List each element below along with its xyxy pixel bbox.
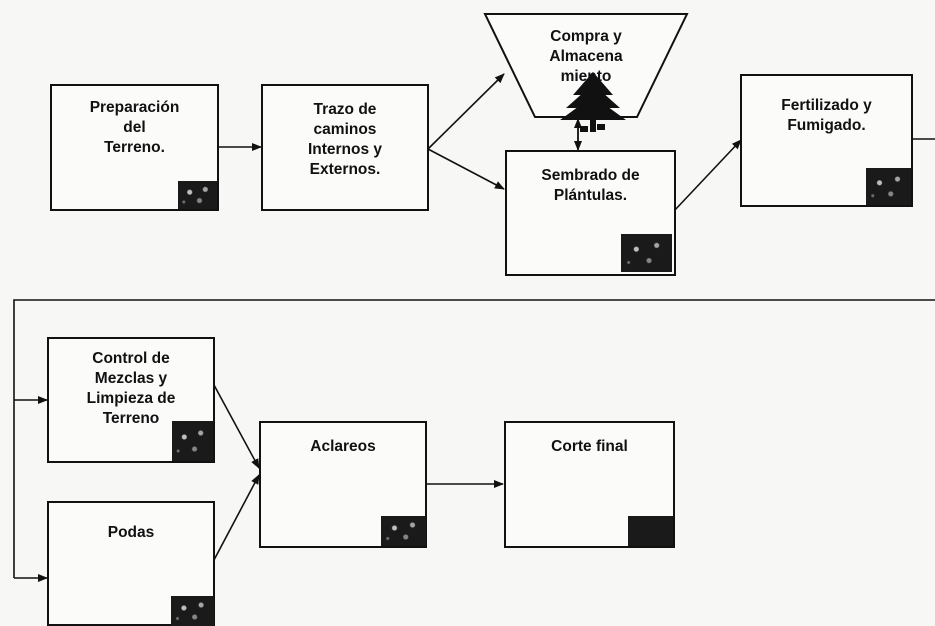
node-corte-final: Corte final	[504, 421, 675, 548]
node-aclareos: Aclareos	[259, 421, 427, 548]
node-fertilizado-label: Fertilizado y Fumigado.	[781, 97, 872, 134]
arrow-podas-aclareos	[213, 474, 260, 561]
fumigation-thumbnail	[866, 168, 911, 205]
compra-node-shape	[483, 13, 689, 118]
thinning-thumbnail	[381, 516, 426, 546]
node-corte-label: Corte final	[551, 438, 628, 455]
node-control-mezclas: Control de Mezclas y Limpieza de Terreno	[47, 337, 215, 463]
arrow-control-aclareos	[213, 384, 260, 469]
seedlings-thumbnail	[621, 234, 672, 272]
node-compra-label: Compra y Almacena miento	[549, 28, 623, 85]
node-aclareos-label: Aclareos	[310, 438, 376, 455]
arrow-trazo-compra	[427, 73, 505, 150]
node-sembrado-label: Sembrado de Plántulas.	[541, 167, 640, 204]
plant-icon	[560, 72, 626, 132]
node-preparacion-label: Preparación del Terreno.	[89, 99, 180, 156]
tractor-thumbnail	[178, 181, 217, 209]
cleanup-thumbnail	[172, 421, 213, 461]
arrow-trazo-sembrado	[427, 148, 505, 190]
node-podas: Podas	[47, 501, 215, 626]
node-podas-label: Podas	[107, 524, 155, 541]
node-preparacion-terreno: Preparación del Terreno.	[50, 84, 219, 211]
arrow-sembrado-fertilizado	[673, 139, 742, 212]
node-control-label: Control de Mezclas y Limpieza de Terreno	[86, 350, 176, 427]
pruning-thumbnail	[171, 596, 214, 626]
node-fertilizado-fumigado: Fertilizado y Fumigado.	[740, 74, 913, 207]
node-sembrado-plantulas: Sembrado de Plántulas.	[505, 150, 676, 276]
connector-row-return	[13, 299, 935, 578]
node-trazo-label: Trazo de caminos Internos y Externos.	[307, 101, 383, 178]
harvest-thumbnail	[628, 516, 673, 546]
node-trazo-caminos: Trazo de caminos Internos y Externos.	[261, 84, 429, 211]
